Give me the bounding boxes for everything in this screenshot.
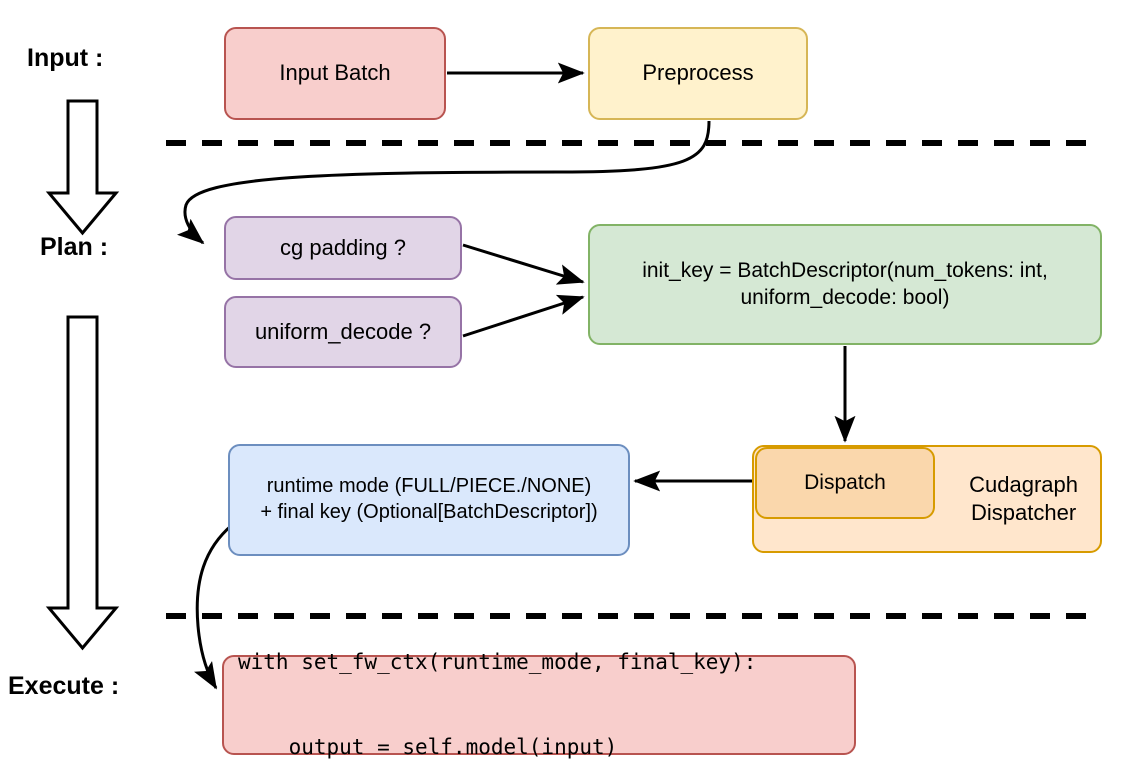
edge-uniform-decode-to-init-key bbox=[462, 294, 585, 338]
stage-label-execute: Execute : bbox=[8, 672, 120, 700]
node-exec-code-line2: output = self.model(input) bbox=[238, 735, 618, 760]
node-init-key-line1: init_key = BatchDescriptor(num_tokens: i… bbox=[642, 258, 1048, 282]
node-cudagraph-dispatcher-line1: Cudagraph bbox=[969, 471, 1078, 497]
node-runtime-mode-line1: runtime mode (FULL/PIECE./NONE) bbox=[266, 475, 592, 498]
node-init-key-line2: uniform_decode: bool) bbox=[740, 285, 950, 309]
node-exec-code[interactable]: with set_fw_ctx(runtime_mode, final_key)… bbox=[222, 650, 856, 759]
plan-to-execute-block-arrow bbox=[45, 315, 120, 651]
input-to-plan-block-arrow bbox=[45, 99, 120, 236]
node-exec-code-line1: with set_fw_ctx(runtime_mode, final_key)… bbox=[238, 650, 757, 675]
node-cudagraph-dispatcher-line2: Dispatcher bbox=[970, 500, 1077, 525]
node-runtime-mode[interactable]: runtime mode (FULL/PIECE./NONE) + final … bbox=[228, 444, 630, 556]
node-init-key[interactable]: init_key = BatchDescriptor(num_tokens: i… bbox=[588, 224, 1102, 345]
node-uniform-decode[interactable]: uniform_decode ? bbox=[224, 296, 462, 368]
stage-label-input: Input : bbox=[27, 44, 104, 72]
stage-label-plan: Plan : bbox=[40, 233, 109, 261]
edge-cg-padding-to-init-key bbox=[462, 243, 585, 285]
node-runtime-mode-line2: + final key (Optional[BatchDescriptor]) bbox=[260, 501, 598, 523]
node-preprocess[interactable]: Preprocess bbox=[588, 27, 808, 120]
node-input-batch[interactable]: Input Batch bbox=[224, 27, 446, 120]
node-dispatch[interactable]: Dispatch bbox=[755, 447, 935, 519]
node-cg-padding[interactable]: cg padding ? bbox=[224, 216, 462, 280]
